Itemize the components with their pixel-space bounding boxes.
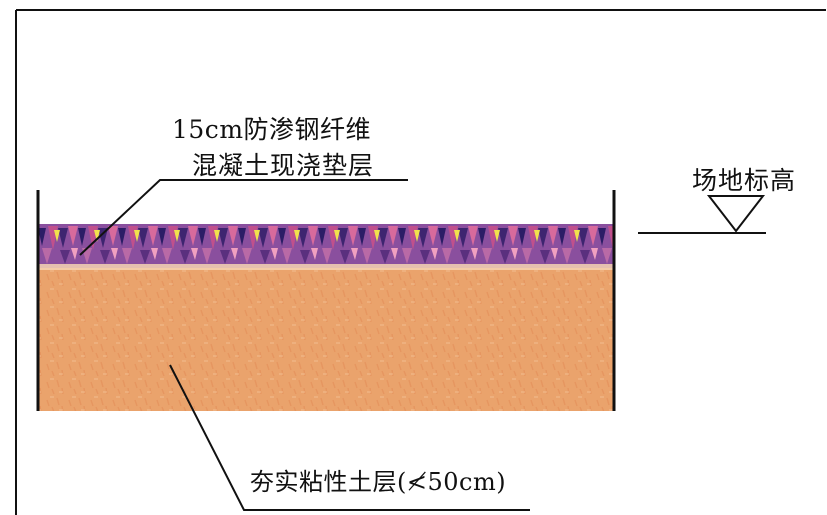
soil-leader-line — [169, 364, 530, 511]
compacted-clay-layer — [39, 266, 613, 411]
liner-leader-line — [79, 179, 408, 256]
liner-bottom-edge — [39, 264, 613, 270]
elevation-triangle-icon — [706, 195, 766, 233]
liner-label-line1: 15cm防渗钢纤维 — [172, 115, 372, 144]
site-elevation-label: 场地标高 — [692, 166, 797, 195]
concrete-liner-layer — [39, 224, 613, 268]
liner-label-line2: 混凝土现浇垫层 — [192, 151, 375, 180]
base-layer-label: 夯实粘性土层(≮50cm) — [250, 468, 507, 496]
